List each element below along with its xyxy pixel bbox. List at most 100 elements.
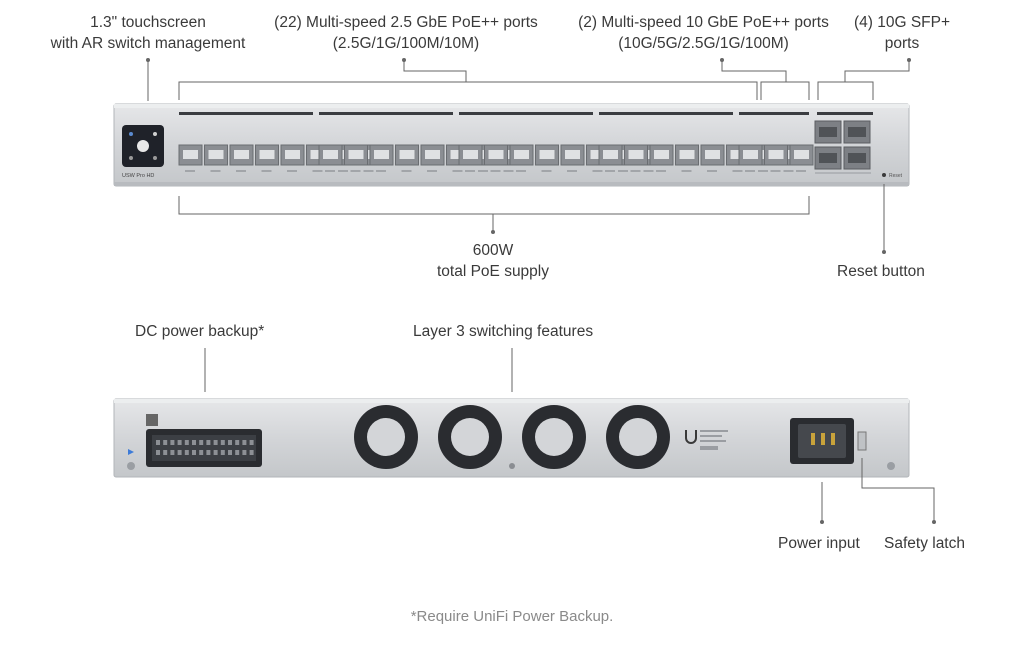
port-number-mark xyxy=(656,170,666,172)
port-number-mark xyxy=(261,170,272,172)
rj45-port-jack xyxy=(539,150,555,159)
sfp-cages xyxy=(814,120,871,174)
rj45-port-jack xyxy=(705,150,720,159)
port-number-mark xyxy=(465,170,475,172)
sfp-label: (4) 10G SFP+ ports xyxy=(846,12,958,54)
rj45-port-jack xyxy=(361,150,377,159)
safety-latch[interactable] xyxy=(857,431,867,451)
rj45-port-jack xyxy=(565,150,580,159)
rj45-port-jack xyxy=(208,150,224,159)
port-number-mark xyxy=(732,170,743,172)
port-number-mark xyxy=(758,170,768,172)
power-input-socket[interactable] xyxy=(790,418,854,464)
fan-grille-3 xyxy=(522,405,586,469)
port-number-mark xyxy=(338,170,348,172)
rj45-port-jack xyxy=(603,150,618,159)
touchscreen-label-line2: with AR switch management xyxy=(50,35,246,52)
port-number-mark xyxy=(427,170,437,172)
footnote: *Require UniFi Power Backup. xyxy=(410,608,614,625)
dc-connector-pin xyxy=(170,440,175,445)
port-number-mark xyxy=(185,170,195,172)
touchscreen-display[interactable] xyxy=(122,125,164,167)
rj45-port-jack xyxy=(730,150,746,159)
port-number-mark xyxy=(618,170,628,172)
reset-button[interactable] xyxy=(882,173,886,177)
dc-connector-pin xyxy=(213,440,218,445)
dc-backup-connector[interactable] xyxy=(146,429,262,467)
switch-rear-panel xyxy=(113,398,910,478)
dc-connector-pin xyxy=(206,440,211,445)
ports-10g-label-line1: (2) Multi-speed 10 GbE PoE++ ports xyxy=(578,14,829,31)
model-text: USW Pro HD xyxy=(122,173,154,179)
dc-connector-pin xyxy=(242,450,247,455)
dc-connector-pin xyxy=(156,440,160,445)
front-callout-dots xyxy=(146,58,911,254)
port-number-mark xyxy=(325,170,335,172)
dc-connector-pin xyxy=(213,450,218,455)
dc-connector-pin xyxy=(206,450,211,455)
rj45-port-jack xyxy=(336,150,351,159)
rj45-port-jack xyxy=(679,150,695,159)
fan-grille-2 xyxy=(438,405,502,469)
rj45-port-jack xyxy=(259,150,275,159)
rj45-port-jack xyxy=(654,150,669,159)
rj45-port-jack xyxy=(463,150,478,159)
rear-callout-dots xyxy=(820,520,936,524)
port-number-mark xyxy=(376,170,386,172)
dc-connector-pin xyxy=(199,440,204,445)
ground-screw-icon xyxy=(127,462,135,470)
qr-code-icon xyxy=(146,414,158,426)
dc-connector-pin xyxy=(192,450,196,455)
rj45-port-jack xyxy=(234,150,249,159)
dc-connector-pin xyxy=(184,440,189,445)
rj45-port-jack xyxy=(399,150,415,159)
dc-connector-pin xyxy=(249,450,254,455)
port-number-mark xyxy=(350,170,361,172)
rj45-port-jack xyxy=(476,150,491,159)
port-group-bars xyxy=(179,112,873,115)
rj45-port-jack xyxy=(616,150,631,159)
fan-grille-1 xyxy=(354,405,418,469)
rj45-port-row xyxy=(178,144,814,172)
rj45-port-jack xyxy=(310,150,326,159)
ports-25g-label-line1: (22) Multi-speed 2.5 GbE PoE++ ports xyxy=(274,14,538,31)
ports-25g-label: (22) Multi-speed 2.5 GbE PoE++ ports (2.… xyxy=(256,12,556,54)
sfp-label-line2: ports xyxy=(884,35,920,52)
port-number-mark xyxy=(707,170,717,172)
dc-connector-pin xyxy=(184,450,189,455)
rj45-port-jack xyxy=(323,150,338,159)
port-number-mark xyxy=(452,170,463,172)
port-number-mark xyxy=(770,170,781,172)
ground-screw-icon xyxy=(887,462,895,470)
dc-connector-pin xyxy=(156,450,160,455)
port-number-mark xyxy=(490,170,501,172)
port-number-mark xyxy=(567,170,577,172)
port-number-mark xyxy=(503,170,514,172)
poe-supply-label-line2: total PoE supply xyxy=(436,263,549,280)
rj45-port-jack xyxy=(768,150,784,159)
chassis-screw-icon xyxy=(509,463,515,469)
sfp-label-line1: (4) 10G SFP+ xyxy=(853,14,951,31)
power-input-label: Power input xyxy=(778,535,860,552)
dc-connector-pin xyxy=(199,450,204,455)
rj45-port-jack xyxy=(590,150,606,159)
port-number-mark xyxy=(630,170,641,172)
dc-connector-pin xyxy=(228,440,232,445)
touchscreen-label-line1: 1.3" touchscreen xyxy=(90,14,206,31)
rj45-port-jack xyxy=(628,150,644,159)
rj45-port-jack xyxy=(374,150,389,159)
port-number-mark xyxy=(745,170,755,172)
dc-connector-pin xyxy=(242,440,247,445)
port-number-mark xyxy=(312,170,323,172)
port-number-mark xyxy=(401,170,412,172)
port-number-mark xyxy=(643,170,654,172)
port-number-mark xyxy=(541,170,552,172)
rj45-port-jack xyxy=(425,150,440,159)
port-number-mark xyxy=(516,170,526,172)
port-number-mark xyxy=(783,170,794,172)
rear-callout-lines xyxy=(204,348,935,522)
dc-connector-pin xyxy=(192,440,196,445)
rj45-port-jack xyxy=(794,150,809,159)
ubiquiti-logo-icon xyxy=(685,430,697,444)
rj45-port-jack xyxy=(781,150,797,159)
